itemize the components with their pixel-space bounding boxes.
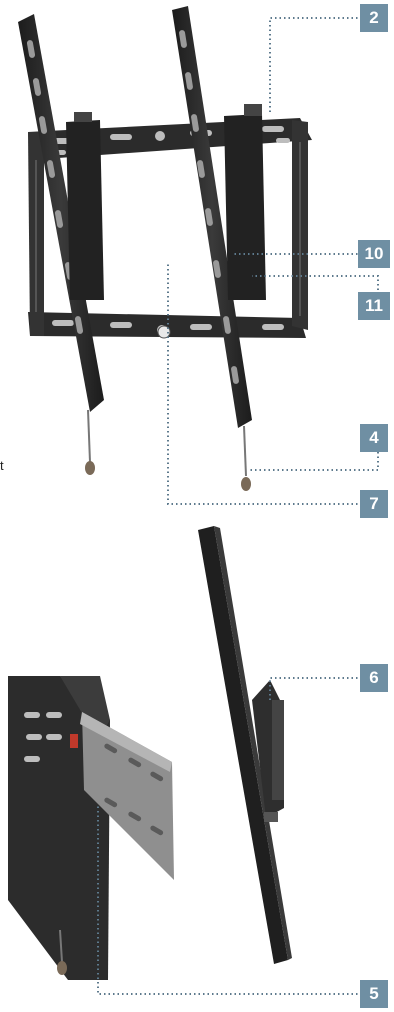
tilt-wall-mount [18, 6, 312, 491]
side-profile-view [198, 526, 292, 964]
leader-2 [270, 18, 362, 112]
leader-11 [252, 276, 378, 290]
callout-5: 5 [360, 980, 388, 1008]
callout-6: 6 [360, 664, 388, 692]
leader-4 [250, 452, 378, 470]
leader-6 [270, 678, 362, 700]
callout-11: 11 [358, 292, 390, 320]
closeup-latch-view [8, 676, 174, 980]
callout-10: 10 [358, 240, 390, 268]
callout-2: 2 [360, 4, 388, 32]
right-tilt-arm [172, 6, 266, 491]
callout-7: 7 [360, 490, 388, 518]
callout-4: 4 [360, 424, 388, 452]
red-lock-indicator [70, 734, 78, 748]
cropped-text-fragment: t [0, 458, 4, 473]
